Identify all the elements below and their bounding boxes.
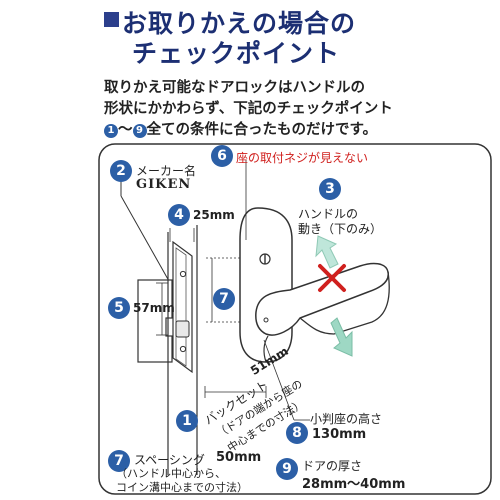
title-square-icon: [104, 12, 119, 27]
point-7-note2: コイン溝中心までの寸法）: [116, 481, 248, 494]
handle-screw: [263, 317, 269, 323]
point-2-badge: 2: [110, 160, 132, 182]
page-title-line2: チェックポイント: [132, 39, 341, 68]
intro-range-sep: ～: [118, 122, 133, 138]
latch-assembly: [137, 225, 198, 475]
point-1-badge: 1: [176, 410, 198, 432]
point-4-value: 25mm: [193, 208, 235, 222]
point-3-line2: 動き（下のみ）: [298, 222, 383, 236]
intro-range-start-badge: 1: [104, 124, 118, 138]
leader-8: [263, 339, 295, 421]
point-8-badge: 8: [286, 422, 308, 444]
point-9-badge: 9: [276, 458, 298, 480]
handle-assembly: [239, 207, 390, 363]
point-2-label: メーカー名: [136, 164, 197, 178]
point-8-value: 130mm: [312, 427, 367, 442]
lever-handle: [255, 262, 389, 336]
intro-line1: 取りかえ可能なドアロックはハンドルの: [104, 80, 365, 96]
point-9-label: ドアの厚さ: [302, 459, 363, 473]
point-4-badge: 4: [168, 204, 190, 226]
intro-line3-rest: 全ての条件に合ったものだけです。: [146, 122, 378, 138]
faceplate: [172, 240, 193, 374]
point-3-line1: ハンドルの: [298, 207, 359, 221]
up-arrow-icon: [315, 235, 339, 269]
point-7-value: 50mm: [216, 450, 262, 465]
point-2-value: GIKEN: [136, 177, 192, 192]
handle-movement-arrows: [315, 235, 353, 357]
faceplate-screw-bottom: [179, 345, 187, 353]
page-title-line1: お取りかえの場合の: [122, 9, 357, 38]
down-arrow-icon: [330, 317, 353, 357]
point-5-badge: 5: [108, 297, 130, 319]
point-7-badge: 7: [108, 450, 130, 472]
point-8-label: 小判座の高さ: [310, 412, 383, 426]
intro-range-end-badge: 9: [132, 124, 147, 138]
point-7-label: スペーシング: [134, 453, 205, 467]
diagram-frame: [98, 143, 492, 495]
latch-head: [175, 320, 190, 338]
point-7-note1: （ハンドル中心から、: [116, 467, 226, 480]
point-5-value: 57mm: [133, 301, 175, 315]
intro-line2: 形状にかかわらず、下記のチェックポイント: [104, 101, 393, 117]
point-6-badge: 6: [211, 145, 233, 167]
point-6-label: 座の取付ネジが見えない: [236, 151, 369, 165]
point-7-diagram-badge: 7: [213, 288, 235, 310]
point-9-value: 28mm～40mm: [302, 477, 406, 492]
point-3-badge: 3: [319, 178, 341, 200]
faceplate-screw-top: [179, 270, 187, 278]
